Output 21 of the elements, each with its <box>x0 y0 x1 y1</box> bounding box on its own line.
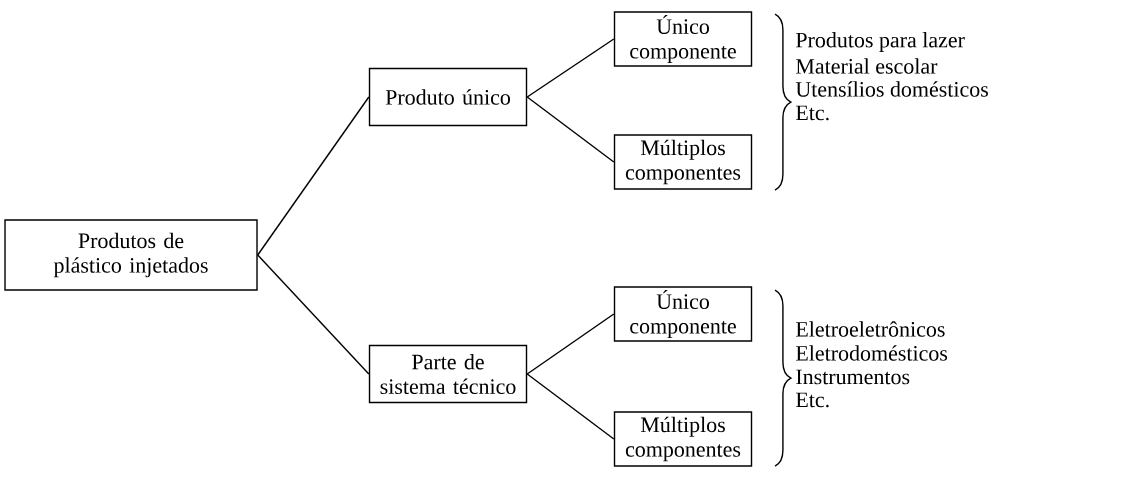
list-item: Utensílios domésticos <box>795 81 988 97</box>
connector-line <box>257 96 370 256</box>
list-item: Etc. <box>796 105 829 121</box>
connector-line <box>526 96 615 163</box>
box: Produtos de plástico injetados <box>4 219 258 291</box>
box: Parte de sistema técnico <box>368 344 528 404</box>
connector-line <box>526 38 615 98</box>
list-item: Material escolar <box>796 58 938 74</box>
box: Único componente <box>613 11 753 67</box>
list-item: Eletroeletrônicos <box>796 321 945 337</box>
connector-line <box>526 373 615 440</box>
list-item: Produtos para lazer <box>796 32 965 52</box>
list-item: Instrumentos <box>796 369 910 385</box>
list-item: Eletrodomésticos <box>796 345 948 361</box>
box: Único componente <box>613 286 753 342</box>
box: Múltiplos componentes <box>613 134 753 190</box>
box: Produto único <box>368 67 528 127</box>
connector-line <box>526 313 615 375</box>
box: Múltiplos componentes <box>613 411 753 467</box>
list-item: Etc. <box>796 392 829 408</box>
connector-line <box>257 254 370 375</box>
